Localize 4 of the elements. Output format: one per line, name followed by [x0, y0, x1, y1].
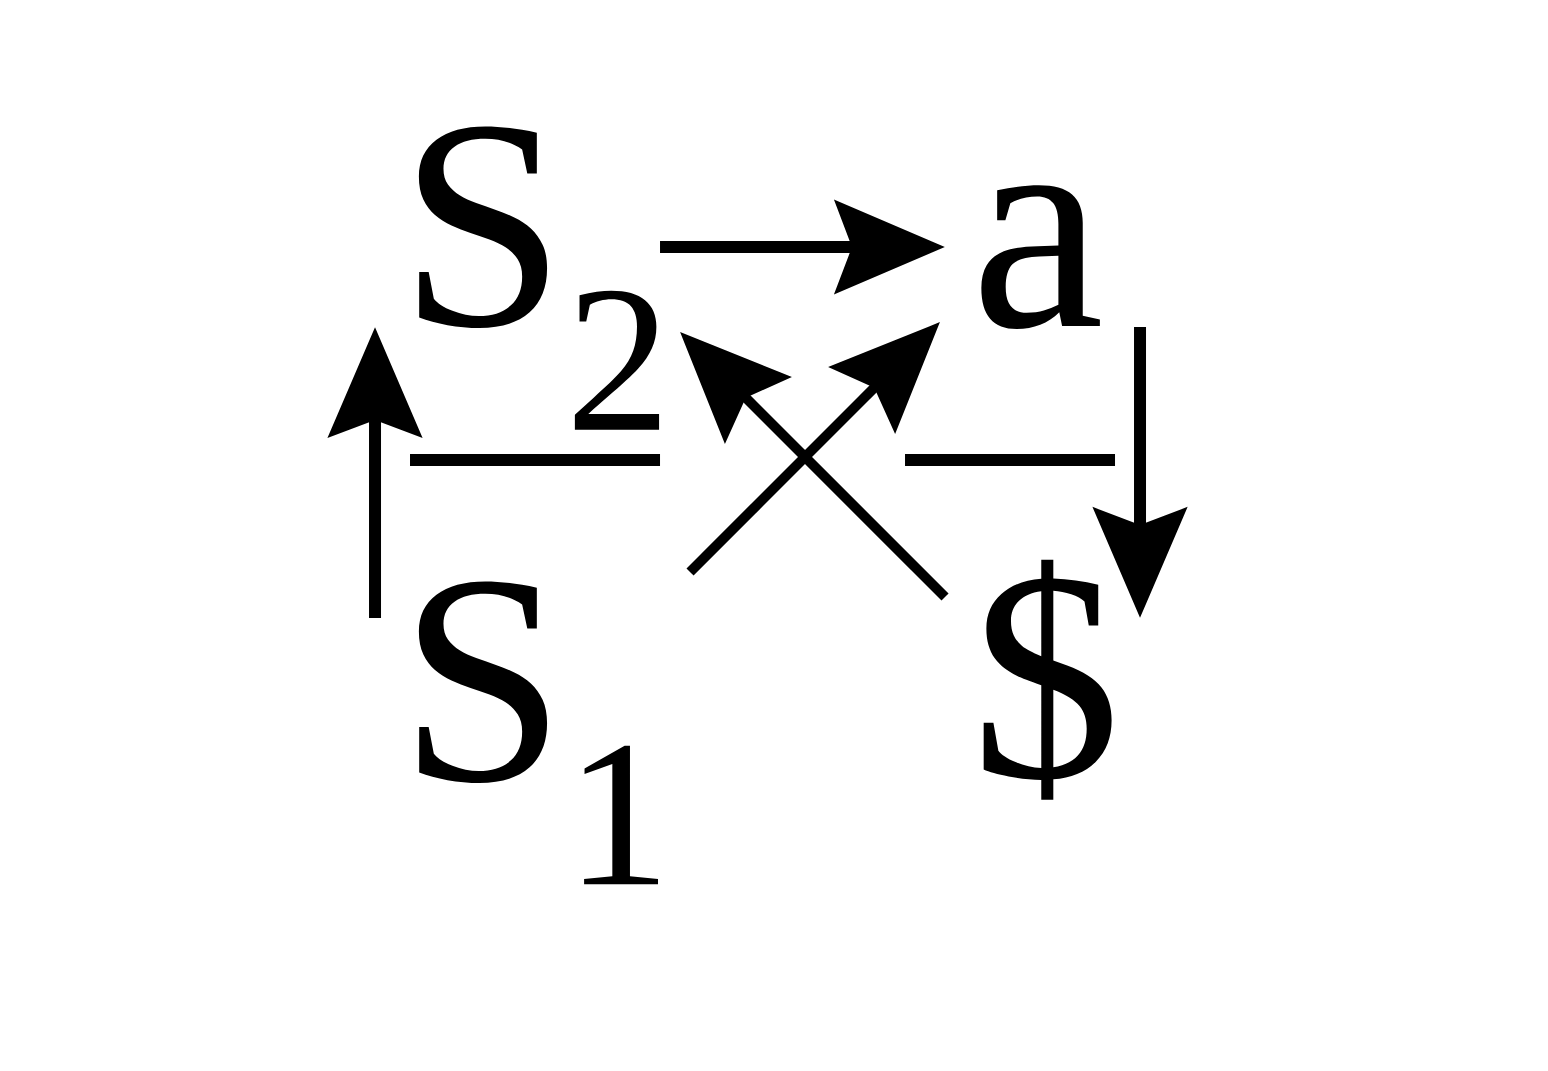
- symbol-label: S$_{2}$: [418, 126, 660, 430]
- symbol-label: S$_{1}$: [418, 581, 658, 885]
- symbol-label: a: [981, 185, 1100, 329]
- symbol-label: $: [983, 559, 1112, 800]
